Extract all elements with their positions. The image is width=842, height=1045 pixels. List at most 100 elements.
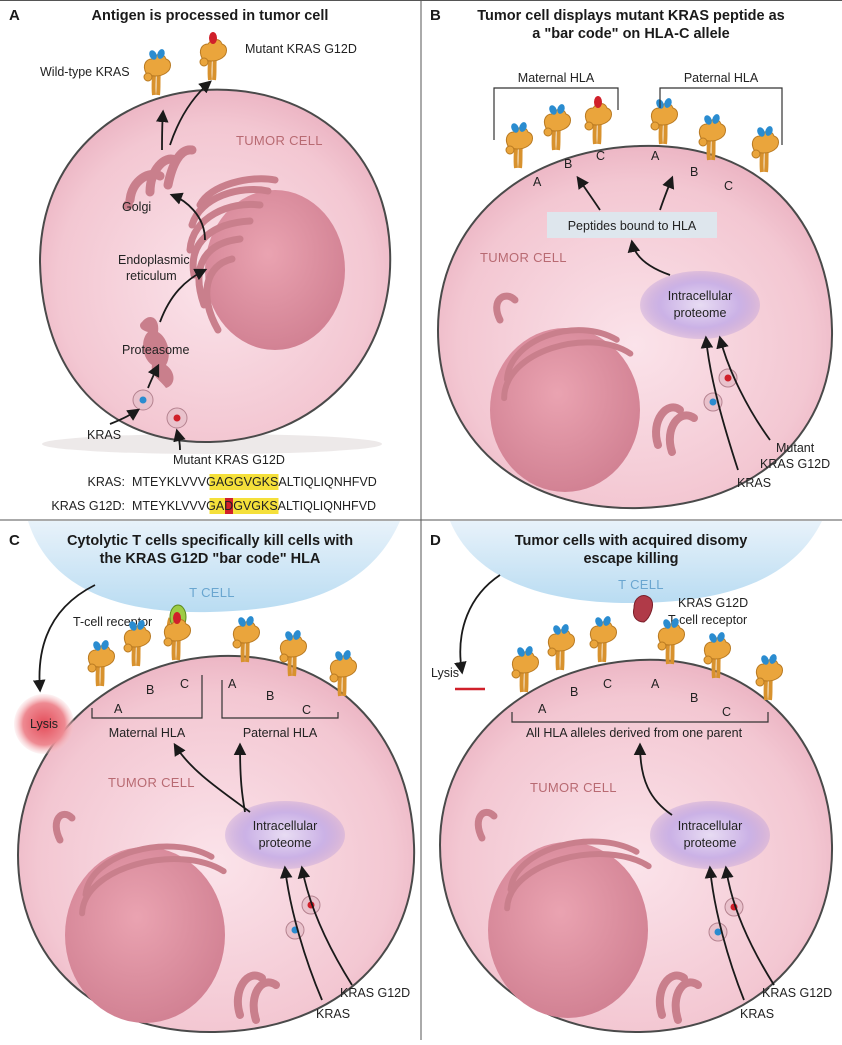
- label-t-cell-c: T CELL: [189, 585, 235, 600]
- allele-c-a2: A: [228, 677, 237, 691]
- label-kras-d: KRAS: [740, 1007, 774, 1021]
- label-proteome-c-line2: proteome: [259, 836, 312, 850]
- proteome-c: [225, 801, 345, 869]
- panel-a: A Antigen is processed in tumor cell: [9, 7, 392, 514]
- highlight-seq1: [209, 474, 279, 490]
- panel-c: C Cytolytic T cells specifically kill ce…: [9, 521, 416, 1034]
- seq2-label: KRAS G12D:: [51, 499, 125, 513]
- seq1-text: MTEYKLVVVGAGGVGKSALTIQLIQNHFVD: [132, 475, 377, 489]
- hla-b-maternal-a: [504, 119, 535, 170]
- golgi-d: [474, 808, 702, 1024]
- mutant-kras-protein-a: [173, 414, 181, 422]
- panel-d-title-line1: Tumor cells with acquired disomy: [515, 533, 748, 549]
- panel-c-letter: C: [9, 532, 20, 549]
- t-cell-d: [450, 521, 822, 604]
- nucleus-a: [205, 190, 345, 350]
- label-paternal-hla-b: Paternal HLA: [684, 71, 759, 85]
- allele-b-c1: C: [596, 149, 605, 163]
- hla-d-b1: [546, 621, 577, 672]
- allele-d-a1: A: [538, 702, 547, 716]
- proteome-b: [640, 271, 760, 339]
- panel-a-letter: A: [9, 7, 20, 24]
- label-tumor-cell-d: TUMOR CELL: [530, 780, 617, 795]
- er-d: [504, 838, 652, 912]
- nucleus-d: [488, 842, 648, 1018]
- panel-b-letter: B: [430, 7, 441, 24]
- kras-protein-b: [709, 398, 717, 406]
- peptides-box: [547, 212, 717, 238]
- label-tcr-d: T-cell receptor: [668, 613, 747, 627]
- proteome-d: [650, 801, 770, 869]
- label-tumor-cell-c: TUMOR CELL: [108, 775, 195, 790]
- allele-c-c1: C: [180, 677, 189, 691]
- kras-protein-a: [139, 396, 147, 404]
- allele-b-b1: B: [564, 157, 572, 171]
- allele-d-c2: C: [722, 705, 731, 719]
- allele-d-b1: B: [570, 685, 578, 699]
- label-mutant-kras-top: Mutant KRAS G12D: [245, 42, 357, 56]
- panel-b: B Tumor cell displays mutant KRAS peptid…: [430, 7, 834, 510]
- hla-c-maternal-a: [86, 637, 117, 688]
- label-kras-a: KRAS: [87, 428, 121, 442]
- panel-b-title-line2: a "bar code" on HLA-C allele: [532, 26, 729, 42]
- lysis-c: [14, 694, 74, 754]
- nucleus-b: [490, 328, 640, 492]
- label-proteome-b-line1: Intracellular: [668, 289, 733, 303]
- t-cell-receptor-d: [633, 595, 653, 623]
- hla-b-paternal-c: [750, 123, 781, 174]
- allele-b-a1: A: [533, 175, 542, 189]
- label-kras-g12d-d: KRAS G12D: [762, 986, 832, 1000]
- label-tumor-cell-a: TUMOR CELL: [236, 133, 323, 148]
- label-er-line2: reticulum: [126, 269, 177, 283]
- hla-d-c1: [588, 613, 619, 664]
- label-kras-b: KRAS: [737, 476, 771, 490]
- proteasome-a: [140, 317, 174, 388]
- label-er-line1: Endoplasmic: [118, 253, 190, 267]
- label-proteome-d-line2: proteome: [684, 836, 737, 850]
- label-kras-g12d-top-d: KRAS G12D: [678, 596, 748, 610]
- label-kras-c: KRAS: [316, 1007, 350, 1021]
- allele-c-b2: B: [266, 689, 274, 703]
- mutant-kras-protein-b: [724, 374, 732, 382]
- label-peptides-bound: Peptides bound to HLA: [568, 219, 697, 233]
- wild-type-kras-hla: [142, 46, 173, 97]
- seq2-text: MTEYKLVVVGADGVGKSALTIQLIQNHFVD: [132, 499, 376, 513]
- t-cell-c: [28, 521, 400, 613]
- panel-d-letter: D: [430, 532, 441, 549]
- panel-c-title-line1: Cytolytic T cells specifically kill cell…: [67, 533, 353, 549]
- label-lysis-d: Lysis: [431, 666, 459, 680]
- label-golgi: Golgi: [122, 200, 151, 214]
- label-wild-type-kras: Wild-type KRAS: [40, 65, 130, 79]
- allele-b-b2: B: [690, 165, 698, 179]
- allele-c-a1: A: [114, 702, 123, 716]
- label-maternal-hla-b: Maternal HLA: [518, 71, 595, 85]
- hla-c-maternal-c: [162, 610, 193, 662]
- allele-d-b2: B: [690, 691, 698, 705]
- label-maternal-hla-c: Maternal HLA: [109, 726, 186, 740]
- label-tumor-cell-b: TUMOR CELL: [480, 250, 567, 265]
- golgi-c: [52, 810, 280, 1024]
- hla-b-maternal-b: [542, 101, 573, 152]
- tumor-cell-b: [436, 144, 834, 510]
- endoplasmic-reticulum-a: [186, 175, 279, 334]
- hla-b-maternal-c: [583, 94, 614, 146]
- label-proteasome: Proteasome: [122, 343, 189, 357]
- label-mutant-b-line1: Mutant: [776, 441, 815, 455]
- label-proteome-d-line1: Intracellular: [678, 819, 743, 833]
- label-mutant-b-line2: KRAS G12D: [760, 457, 830, 471]
- highlight-mutation: [225, 498, 233, 514]
- label-proteome-c-line1: Intracellular: [253, 819, 318, 833]
- panel-b-title-line1: Tumor cell displays mutant KRAS peptide …: [477, 8, 785, 24]
- hla-c-paternal-a: [231, 613, 262, 664]
- label-t-cell-d: T CELL: [618, 577, 664, 592]
- golgi-a: [123, 145, 197, 210]
- label-paternal-hla-c: Paternal HLA: [243, 726, 318, 740]
- panel-c-title-line2: the KRAS G12D "bar code" HLA: [100, 551, 321, 567]
- allele-d-c1: C: [603, 677, 612, 691]
- allele-d-a2: A: [651, 677, 660, 691]
- nucleus-c: [65, 847, 225, 1023]
- allele-b-c2: C: [724, 179, 733, 193]
- panel-d-title-line2: escape killing: [583, 551, 678, 567]
